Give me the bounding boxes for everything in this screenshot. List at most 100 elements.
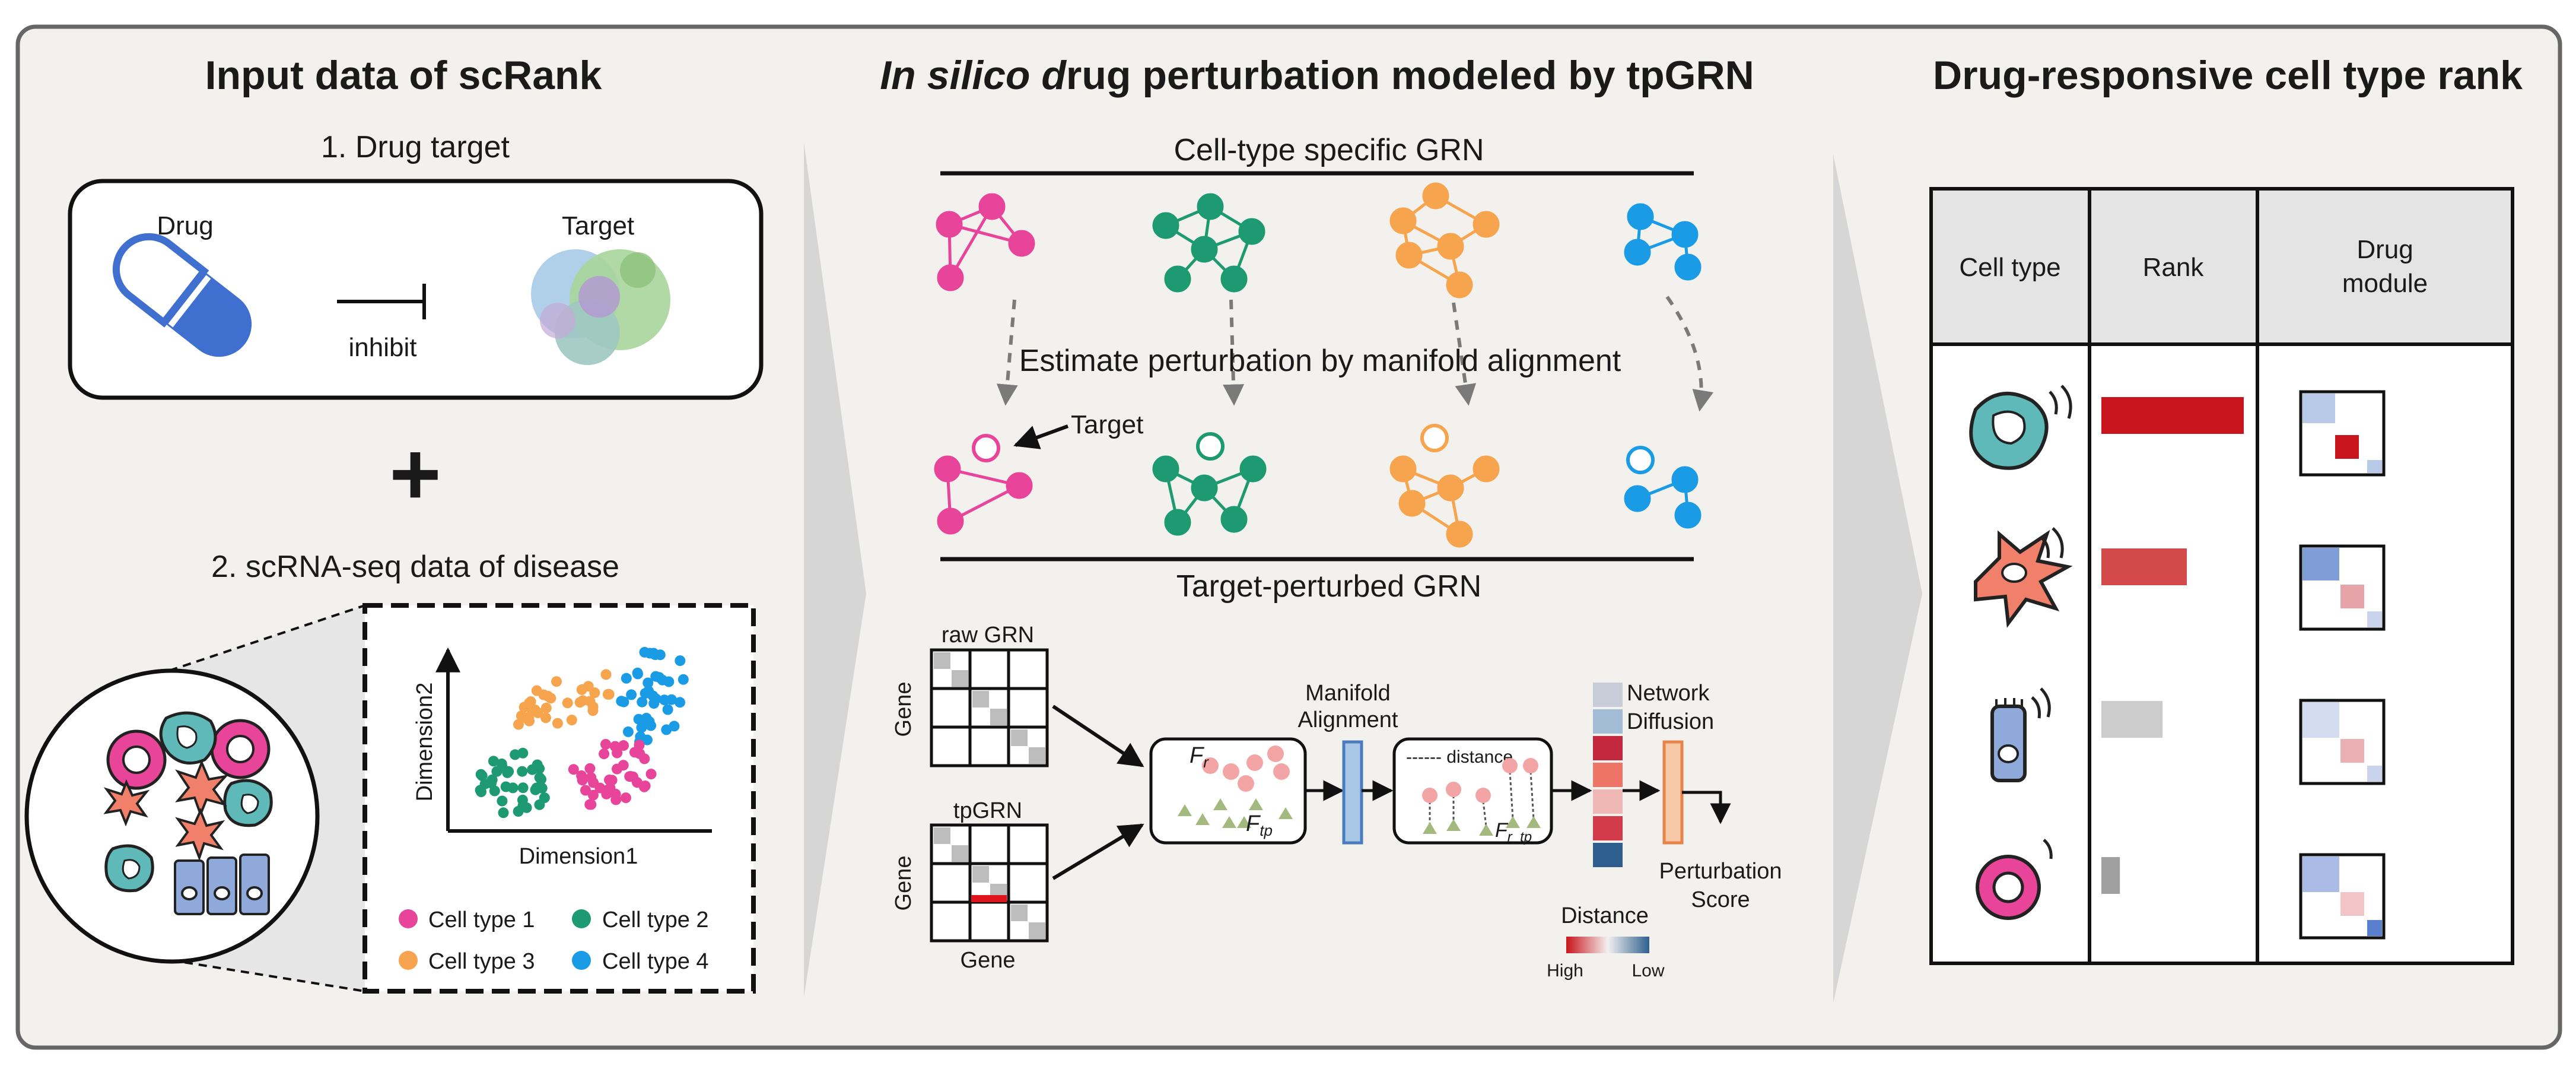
scatter-point-celltype-3 <box>534 772 545 783</box>
scatter-point-celltype-4 <box>568 764 579 775</box>
scatter-point-celltype-2 <box>639 646 650 658</box>
scatter-point-celltype-4 <box>599 748 610 760</box>
col-cell-type: Cell type <box>1959 253 2060 282</box>
drug-module-4 <box>2299 853 2386 940</box>
perturbation-score-label-2: Score <box>1691 887 1750 912</box>
scatter-point-celltype-4 <box>609 741 621 752</box>
scatter-point-celltype-1 <box>530 706 542 717</box>
scatter-point-celltype-1 <box>525 696 536 708</box>
scatter-point-celltype-3 <box>517 766 528 777</box>
scatter-point-celltype-3 <box>503 766 514 777</box>
scatter-point-celltype-1 <box>600 669 612 680</box>
scatter-points <box>475 646 689 818</box>
scatter-point-celltype-3 <box>486 778 497 789</box>
legend-label-3: Cell type 3 <box>428 949 535 974</box>
scatter-point-celltype-1 <box>552 718 563 729</box>
embedding-triangles-tp <box>1178 798 1293 828</box>
scatter-point-celltype-4 <box>600 739 611 750</box>
diffusion-output-arrow <box>1682 791 1731 824</box>
scatter-point-celltype-2 <box>618 696 629 708</box>
scatter-point-celltype-3 <box>534 799 545 810</box>
protein-target-icon <box>531 249 670 365</box>
scatter-point-celltype-3 <box>498 807 509 818</box>
capsule-icon <box>112 233 252 357</box>
scatter-point-celltype-2 <box>661 724 672 735</box>
col-drug-module-2: module <box>2342 269 2428 298</box>
grn-celltype-1 <box>936 193 1035 291</box>
grn-celltype-4 <box>1624 203 1702 281</box>
perturbed-grn-4 <box>1624 446 1702 529</box>
scatter-point-celltype-4 <box>601 788 612 800</box>
distance-cell-4 <box>1593 763 1623 787</box>
cell-icon-3 <box>1990 687 2051 782</box>
scatter-point-celltype-4 <box>580 785 591 796</box>
raw-grn-diagonal <box>934 652 1045 764</box>
rank-table-header <box>1929 187 2514 346</box>
perturbation-score-label-1: Perturbation <box>1659 859 1782 884</box>
target-callout: Target <box>1071 410 1143 439</box>
scatter-point-celltype-4 <box>618 740 629 751</box>
scatter-point-celltype-3 <box>532 759 543 770</box>
perturbed-grn-3 <box>1389 424 1500 548</box>
scatter-point-celltype-4 <box>620 792 631 804</box>
rank-bar-1 <box>2101 397 2244 434</box>
grn-celltype-3 <box>1389 182 1500 299</box>
target-perturbed-grn-label: Target-perturbed GRN <box>1176 569 1481 604</box>
colorbar-high: High <box>1547 961 1583 981</box>
axis-y-label: Dimension2 <box>412 683 437 802</box>
legend-label-4: Cell type 4 <box>602 949 709 974</box>
raw-gene-label: Gene <box>891 682 916 737</box>
drug-module-2 <box>2299 544 2386 631</box>
cell-icon-2 <box>1974 527 2073 628</box>
scatter-point-celltype-1 <box>551 676 562 687</box>
drug-module-1 <box>2299 390 2386 477</box>
scatter-point-celltype-2 <box>678 674 689 685</box>
raw-grn-matrix <box>930 648 1049 767</box>
distance-cell-7 <box>1593 843 1623 867</box>
distance-label: Distance <box>1561 903 1649 928</box>
scatter-point-celltype-4 <box>587 789 599 801</box>
rank-panel: Drug-responsive cell type rank Cell type… <box>1929 53 2523 965</box>
colorbar-low: Low <box>1632 961 1664 981</box>
rank-panel-title: Drug-responsive cell type rank <box>1933 53 2523 98</box>
manifold-label-1: Manifold <box>1305 681 1391 706</box>
scatter-point-celltype-3 <box>513 806 524 817</box>
tp-gene-label-y: Gene <box>891 856 916 911</box>
drug-module-3 <box>2299 699 2386 785</box>
rank-bar-3 <box>2101 701 2163 738</box>
scatter-point-celltype-2 <box>654 672 665 683</box>
distance-vector <box>1593 683 1623 867</box>
scatter-point-celltype-3 <box>491 766 503 777</box>
distance-cell-6 <box>1593 816 1623 840</box>
manifold-bar <box>1342 740 1363 845</box>
target-label: Target <box>562 211 634 240</box>
scatter-point-celltype-2 <box>675 655 686 667</box>
col-rank: Rank <box>2143 253 2205 282</box>
scatter-point-celltype-3 <box>531 782 542 794</box>
axis-x-label: Dimension1 <box>519 844 638 869</box>
manifold-label-2: Alignment <box>1298 708 1398 732</box>
scatter-point-celltype-2 <box>637 696 648 708</box>
target-callout-arrow <box>1013 424 1069 449</box>
step1-label: 1. Drug target <box>321 130 510 164</box>
scatter-point-celltype-3 <box>517 782 529 794</box>
tp-gene-label-x: Gene <box>961 948 1016 973</box>
alignment-arrows <box>996 296 1714 412</box>
scatter-point-celltype-1 <box>562 697 573 709</box>
scatter-point-celltype-2 <box>662 704 673 715</box>
scatter-point-celltype-1 <box>583 681 594 692</box>
grn-celltype-2 <box>1152 193 1265 293</box>
scatter-point-celltype-4 <box>624 771 635 782</box>
step2-label: 2. scRNA-seq data of disease <box>211 550 619 584</box>
scatter-point-celltype-4 <box>639 753 650 764</box>
perturbed-grn-2 <box>1152 432 1267 536</box>
inhibit-arrow-icon <box>337 284 426 319</box>
input-panel-title: Input data of scRank <box>205 53 602 98</box>
frtp-label: Fr_tp <box>1495 819 1532 845</box>
scatter-point-celltype-4 <box>645 769 657 780</box>
panel-separator-2 <box>1833 154 1922 1003</box>
scatter-point-celltype-2 <box>621 672 632 684</box>
legend-marker-1 <box>399 909 418 928</box>
distance-cell-1 <box>1593 683 1623 707</box>
perturbed-edge-marker <box>971 895 1007 902</box>
